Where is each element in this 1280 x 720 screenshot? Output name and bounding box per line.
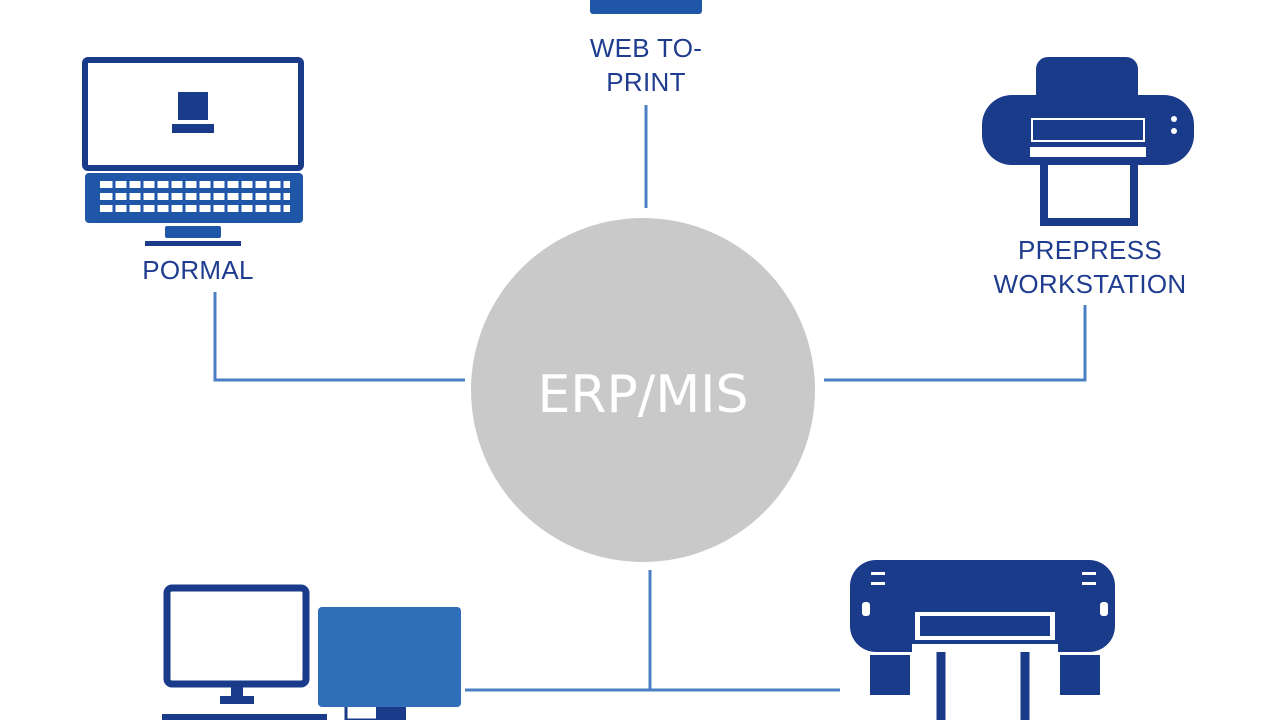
printer-icon [982,57,1194,226]
node-prepress-workstation: PREPRESS WORKSTATION [982,57,1194,299]
computer-workstation-icon [162,584,461,720]
connector-right [824,305,1087,382]
desktop-computer-icon [82,57,304,246]
portal-label: PORMAL [142,255,254,285]
connector-left [213,292,465,382]
hub-circle [471,218,815,562]
web-to-print-label-line1: WEB TO- [590,33,702,63]
web-to-print-icon [590,0,702,14]
node-production-printer [850,560,1115,720]
connector-lines [213,105,1087,692]
hub-label: ERP/MIS [537,365,748,425]
node-portal: PORMAL [82,57,304,285]
prepress-label-line1: PREPRESS [1018,235,1162,265]
prepress-label-line2: WORKSTATION [994,269,1187,299]
node-web-to-print: WEB TO- PRINT [590,0,702,97]
large-format-printer-icon [850,560,1115,720]
web-to-print-label-line2: PRINT [606,67,686,97]
node-workstation [162,584,461,720]
hub: ERP/MIS [471,218,815,562]
